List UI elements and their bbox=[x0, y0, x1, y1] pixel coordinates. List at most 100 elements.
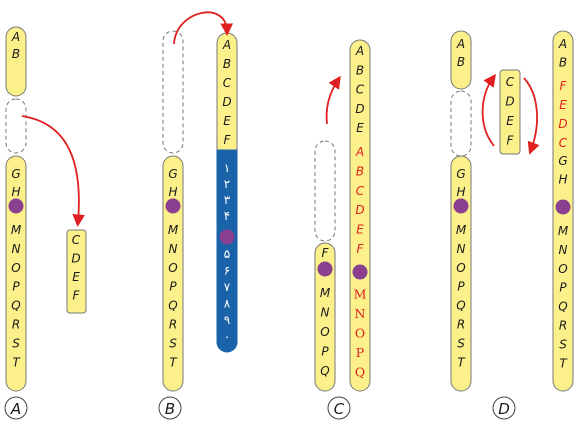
gene-label: M bbox=[320, 286, 331, 300]
gene-label: E bbox=[72, 270, 80, 284]
gene-label: E bbox=[506, 114, 514, 128]
inversion-fragment bbox=[499, 69, 521, 155]
lost-region bbox=[314, 140, 336, 242]
digit-label: ٩ bbox=[224, 313, 230, 327]
duplicated-gene-label: B bbox=[356, 164, 364, 178]
gene-label: T bbox=[559, 356, 568, 370]
panel-label-circle bbox=[492, 396, 516, 420]
gene-label: E bbox=[223, 114, 231, 128]
gene-label: A bbox=[558, 37, 567, 51]
gene-label: P bbox=[321, 345, 329, 359]
gene-label: O bbox=[168, 261, 177, 275]
gene-label: S bbox=[559, 337, 567, 351]
centromere bbox=[317, 261, 333, 277]
gene-label: D bbox=[505, 95, 514, 109]
chromosome-d1-lower-arm bbox=[450, 155, 472, 392]
gene-label: A bbox=[11, 30, 20, 44]
gene-label: C bbox=[223, 76, 232, 90]
duplicated-gene-label: N bbox=[355, 306, 366, 321]
gene-label: O bbox=[11, 261, 20, 275]
deleted-fragment bbox=[66, 229, 87, 314]
gene-label: T bbox=[457, 355, 466, 369]
gene-label: O bbox=[320, 325, 329, 339]
digit-label: ۵ bbox=[224, 247, 230, 261]
chromosome-a-upper-arm bbox=[5, 26, 27, 97]
panel-label: A bbox=[10, 400, 21, 418]
deletion-arrow bbox=[21, 115, 85, 228]
gene-label: B bbox=[559, 55, 567, 69]
gene-label: A bbox=[456, 37, 465, 51]
inverted-gene-label: C bbox=[559, 136, 568, 150]
duplicated-gene-label: D bbox=[355, 203, 364, 217]
digit-label: ٠ bbox=[224, 330, 230, 344]
gene-label: M bbox=[11, 223, 22, 237]
gene-label: S bbox=[169, 336, 177, 350]
centromere bbox=[165, 198, 181, 214]
digit-label: ٢ bbox=[224, 177, 230, 191]
digit-label: ۴ bbox=[224, 209, 230, 223]
duplicated-gene-label: F bbox=[357, 242, 365, 256]
gene-label: H bbox=[11, 185, 20, 199]
gene-label: F bbox=[224, 133, 232, 147]
digit-label: ٧ bbox=[224, 280, 231, 294]
duplicated-gene-label: C bbox=[356, 184, 365, 198]
gene-label: N bbox=[457, 242, 466, 256]
chromosome-c2-duplicated bbox=[349, 39, 371, 392]
gene-label: H bbox=[168, 185, 177, 199]
inverted-gene-label: F bbox=[560, 79, 568, 93]
gene-label: Q bbox=[558, 300, 567, 314]
gene-label: D bbox=[355, 102, 364, 116]
chromosome-d1-upper-arm bbox=[450, 30, 472, 90]
excised-region bbox=[450, 90, 472, 157]
gene-label: M bbox=[168, 223, 179, 237]
chromosome-c1-lower-arm bbox=[314, 242, 336, 392]
gene-label: A bbox=[355, 44, 364, 58]
duplicated-gene-label: A bbox=[355, 145, 364, 159]
gene-label: A bbox=[222, 38, 231, 52]
duplicated-gene-label: O bbox=[355, 326, 365, 341]
centromere bbox=[219, 229, 235, 245]
digit-label: ٣ bbox=[224, 193, 231, 207]
gene-label: B bbox=[356, 63, 364, 77]
gene-label: Q bbox=[456, 299, 465, 313]
gene-label: G bbox=[11, 167, 20, 181]
gene-label: B bbox=[223, 57, 231, 71]
gene-label: S bbox=[12, 336, 20, 350]
inverted-gene-label: D bbox=[558, 117, 567, 131]
gene-label: D bbox=[222, 95, 231, 109]
gene-label: O bbox=[558, 262, 567, 276]
gene-label: F bbox=[322, 246, 330, 260]
gene-label: C bbox=[72, 233, 81, 247]
gene-label: Q bbox=[168, 299, 177, 313]
gene-label: G bbox=[168, 167, 177, 181]
gene-label: N bbox=[559, 243, 568, 257]
centromere bbox=[555, 199, 571, 215]
digit-label: ١ bbox=[224, 161, 230, 175]
centromere bbox=[352, 264, 368, 280]
centromere bbox=[453, 198, 469, 214]
excised-region bbox=[162, 30, 184, 154]
gene-label: C bbox=[356, 83, 365, 97]
chromosome-b1-lower-arm bbox=[162, 155, 184, 392]
gene-label: M bbox=[456, 223, 467, 237]
panel-label-circle bbox=[4, 396, 28, 420]
digit-label: ٨ bbox=[224, 297, 231, 311]
gene-label: P bbox=[559, 281, 567, 295]
panel-label: B bbox=[165, 400, 175, 418]
gene-label: P bbox=[169, 280, 177, 294]
gene-label: T bbox=[12, 355, 21, 369]
gene-label: G bbox=[456, 167, 465, 181]
gene-label: N bbox=[169, 242, 178, 256]
gene-label: G bbox=[558, 154, 567, 168]
gene-label: R bbox=[457, 318, 465, 332]
centromere bbox=[8, 198, 24, 214]
panel-label-circle bbox=[158, 396, 182, 420]
gene-label: B bbox=[12, 47, 20, 61]
gene-label: Q bbox=[320, 364, 329, 378]
gene-label: M bbox=[558, 224, 569, 238]
panel-label: C bbox=[334, 400, 345, 418]
duplicated-gene-label: E bbox=[356, 223, 364, 237]
translocation-arrow bbox=[173, 11, 234, 45]
duplication-arrow bbox=[325, 75, 341, 125]
